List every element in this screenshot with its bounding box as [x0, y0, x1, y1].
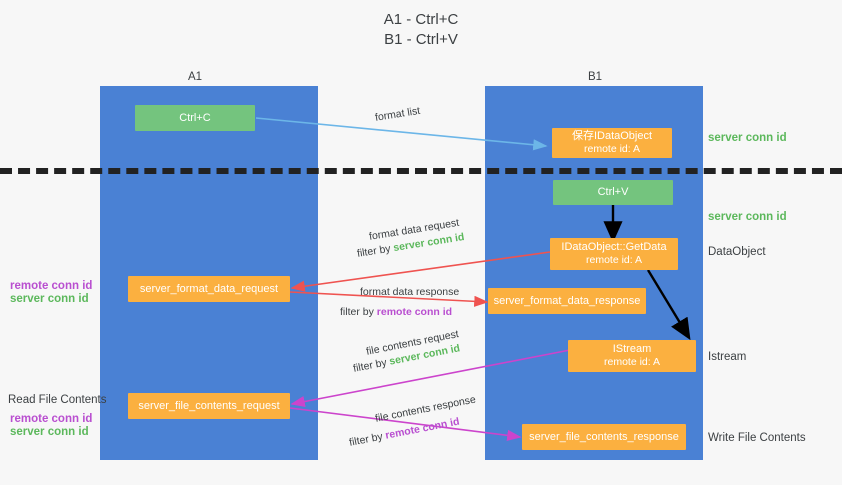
- arrow-label-format-list: format list: [374, 104, 421, 124]
- label-remote-conn-id-1: remote conn id: [10, 280, 93, 292]
- label-server-conn-id-mid: server conn id: [708, 211, 787, 223]
- node-server-format-data-response[interactable]: server_format_data_response: [488, 288, 646, 314]
- node-ctrl-v-label: Ctrl+V: [597, 186, 629, 198]
- node-getdata[interactable]: IDataObject::GetData remote id: A: [550, 238, 678, 270]
- node-ctrl-c-label: Ctrl+C: [179, 111, 211, 124]
- node-server-format-data-response-label: server_format_data_response: [493, 294, 641, 307]
- label-dataobject: DataObject: [708, 246, 766, 258]
- node-server-file-contents-response[interactable]: server_file_contents_response: [522, 424, 686, 450]
- label-read-file-contents: Read File Contents: [8, 394, 107, 406]
- filter-prefix-4: filter by: [348, 429, 387, 449]
- node-istream[interactable]: IStream remote id: A: [568, 340, 696, 372]
- phase-divider: [0, 168, 842, 174]
- node-server-file-contents-response-label: server_file_contents_response: [529, 430, 679, 443]
- label-server-conn-id-top: server conn id: [708, 132, 787, 144]
- node-getdata-line2: remote id: A: [585, 254, 643, 266]
- node-server-format-data-request[interactable]: server_format_data_request: [128, 276, 290, 302]
- node-istream-line1: IStream: [612, 343, 652, 355]
- filter-prefix-3: filter by: [352, 355, 391, 375]
- page-title: A1 - Ctrl+C B1 - Ctrl+V: [383, 11, 459, 48]
- arrow-label-format-data-response-filter: filter by remote conn id: [340, 305, 452, 320]
- node-server-file-contents-request-label: server_file_contents_request: [138, 399, 280, 412]
- label-istream: Istream: [708, 351, 747, 363]
- filter-value-2: remote conn id: [376, 306, 453, 318]
- node-save-idataobject-line2: remote id: A: [583, 143, 641, 155]
- column-header-b1-name: B1: [587, 71, 603, 83]
- label-server-conn-id-2: server conn id: [10, 426, 89, 438]
- arrow-label-format-data-response: format data response: [360, 286, 460, 298]
- node-save-idataobject-line1: 保存IDataObject: [571, 130, 653, 142]
- node-getdata-line1: IDataObject::GetData: [561, 241, 667, 253]
- node-save-idataobject[interactable]: 保存IDataObject remote id: A: [552, 128, 672, 158]
- node-istream-line2: remote id: A: [603, 356, 661, 368]
- label-write-file-contents: Write File Contents: [708, 432, 806, 444]
- node-server-file-contents-request[interactable]: server_file_contents_request: [128, 393, 290, 419]
- filter-prefix-1: filter by: [356, 242, 395, 260]
- node-ctrl-c[interactable]: Ctrl+C: [135, 105, 255, 131]
- filter-prefix-2: filter by: [340, 306, 377, 318]
- column-header-a1-name: A1: [187, 71, 203, 83]
- label-remote-conn-id-2: remote conn id: [10, 413, 93, 425]
- node-ctrl-v[interactable]: Ctrl+V: [553, 180, 673, 205]
- label-server-conn-id-1: server conn id: [10, 293, 89, 305]
- node-server-format-data-request-label: server_format_data_request: [139, 282, 279, 295]
